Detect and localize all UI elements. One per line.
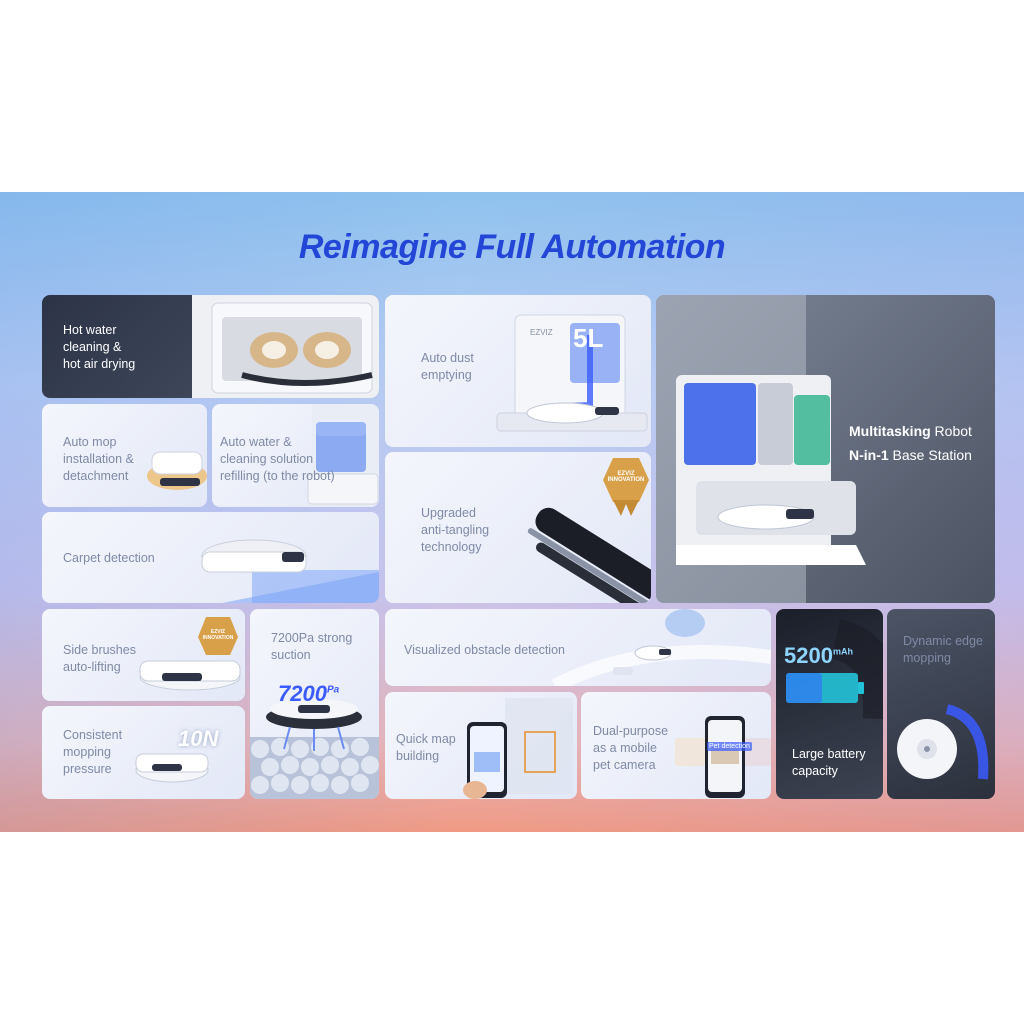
pet-camera-phone-image (675, 716, 771, 798)
suction-robot-image (250, 699, 379, 799)
suction-value: 7200Pa (278, 681, 339, 707)
edge-mopping-image (897, 704, 989, 780)
obstacle-scene-image (551, 609, 771, 686)
auto-dust-label: Auto dust emptying (421, 351, 474, 382)
battery-image (786, 619, 883, 719)
multitasking-rest: Robot (930, 423, 972, 439)
card-multitasking: Multitasking Robot N-in-1 Base Station (656, 295, 995, 603)
page-title: Reimagine Full Automation (298, 228, 726, 266)
hot-water-label: Hot water cleaning & hot air drying (63, 323, 136, 371)
suction-number: 7200 (278, 681, 327, 706)
card-side-brushes: EZVIZ INNOVATION Side brushes auto-lifti… (42, 609, 245, 701)
suction-label: 7200Pa strong suction (271, 631, 353, 662)
base-station-drying-image (192, 295, 379, 398)
side-brush-badge: EZVIZ INNOVATION (202, 629, 234, 641)
mopping-robot-image (135, 753, 209, 783)
card-edge-mopping: Dynamic edge mopping (887, 609, 995, 799)
battery-value: 5200mAh (784, 643, 853, 669)
card-hot-water: Hot water cleaning & hot air drying (42, 295, 379, 398)
carpet-label: Carpet detection (63, 551, 155, 565)
quick-map-label: Quick map building (396, 732, 456, 763)
obstacle-label: Visualized obstacle detection (404, 643, 565, 657)
mop-detach-image (147, 451, 207, 490)
anti-tangling-label: Upgraded anti-tangling technology (421, 506, 490, 554)
card-auto-water: Auto water & cleaning solution refilling… (212, 404, 379, 507)
pet-detection-tag: Pet detection (707, 742, 752, 751)
roller-brush-image (527, 458, 651, 603)
water-tank-image (307, 404, 379, 507)
card-mopping-pressure: 10N Consistent mopping pressure (42, 706, 245, 799)
card-carpet: Carpet detection (42, 512, 379, 603)
battery-unit: mAh (832, 646, 853, 657)
card-auto-mop: Auto mop installation & detachment (42, 404, 207, 507)
card-battery: 5200mAh Large battery capacity (776, 609, 883, 799)
card-anti-tangling: EZVIZ INNOVATION Upgraded anti-tangling … (385, 452, 651, 603)
mopping-pressure-label: Consistent mopping pressure (63, 728, 123, 776)
auto-mop-label: Auto mop installation & detachment (63, 435, 134, 483)
card-auto-dust: EZVIZ 5L Auto dust emptying (385, 295, 651, 447)
base-station-image (656, 295, 866, 603)
card-pet-camera: Pet detection Dual-purpose as a mobile p… (581, 692, 771, 799)
map-phone-image (463, 698, 573, 799)
innovation-badge: EZVIZ INNOVATION (607, 471, 645, 483)
battery-label: Large battery capacity (792, 747, 866, 778)
carpet-robot-image (201, 539, 379, 603)
brand-logo-text: EZVIZ (530, 328, 553, 337)
card-suction: 7200Pa 7200Pa strong suction (250, 609, 379, 799)
side-brush-robot-image (139, 617, 241, 691)
multitasking-label: Multitasking Robot N-in-1 Base Station (849, 419, 994, 467)
card-quick-map: Quick map building (385, 692, 577, 799)
n-in-1-rest: Base Station (888, 447, 972, 463)
dust-capacity-value: 5L (573, 323, 604, 353)
dust-station-image: EZVIZ (496, 314, 648, 432)
card-obstacle: Visualized obstacle detection (385, 609, 771, 686)
pressure-value: 10N (178, 726, 219, 751)
pet-camera-label: Dual-purpose as a mobile pet camera (593, 724, 669, 772)
auto-water-label: Auto water & cleaning solution refilling… (220, 435, 335, 483)
suction-unit: Pa (326, 684, 340, 696)
battery-number: 5200 (784, 643, 833, 668)
n-in-1-bold: N-in-1 (849, 447, 889, 463)
side-brushes-label: Side brushes auto-lifting (63, 643, 136, 674)
multitasking-bold: Multitasking (849, 423, 931, 439)
edge-mopping-label: Dynamic edge mopping (903, 634, 983, 665)
